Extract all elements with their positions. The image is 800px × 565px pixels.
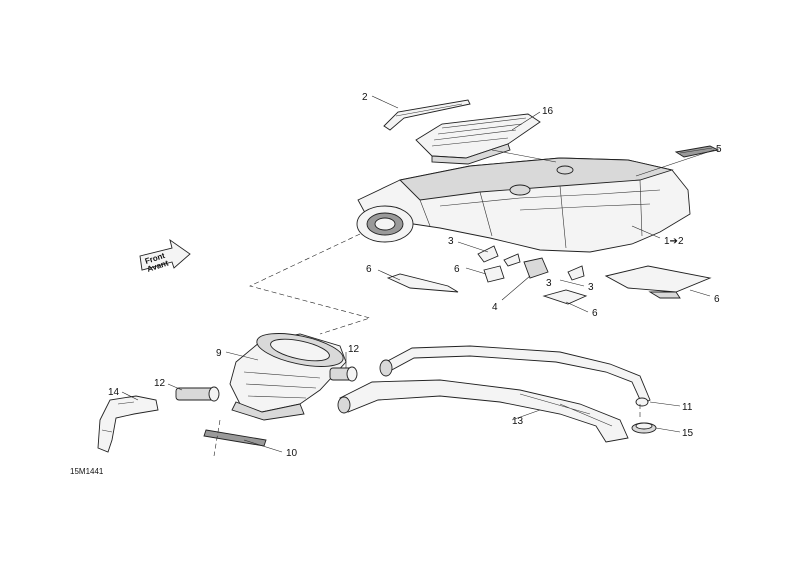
callout-13: 13	[512, 416, 524, 427]
part-16-filter-cover[interactable]	[415, 113, 541, 165]
callout-3-center: 3	[546, 278, 552, 289]
part-4-grommet[interactable]	[523, 257, 549, 279]
part-6-seal-low[interactable]	[542, 289, 588, 305]
callout-9: 9	[216, 348, 222, 359]
part-13-large-hose[interactable]	[337, 379, 629, 443]
callout-1-to-2: 1➔2	[664, 236, 684, 247]
part-6-seal-mid[interactable]	[483, 265, 505, 283]
callout-6-right: 6	[714, 294, 720, 305]
callout-labels: 2 16 5 1➔2 3 6 6 3 4 3 6 6 9 12 12 14 10…	[108, 92, 722, 459]
callout-6-low: 6	[592, 308, 598, 319]
part-12-clamp-lower[interactable]	[175, 386, 220, 402]
callout-11: 11	[682, 402, 693, 413]
part-6-seal-right[interactable]	[604, 265, 712, 299]
callout-12-upper: 12	[348, 344, 360, 355]
part-3-clip-b[interactable]	[503, 253, 521, 267]
callout-2: 2	[362, 92, 368, 103]
drawing-code: 15M1441	[70, 467, 104, 476]
part-5-decal[interactable]	[674, 145, 720, 158]
callout-6-mid: 6	[454, 264, 460, 275]
part-11-long-hose[interactable]	[379, 345, 651, 407]
part-3-clip-c[interactable]	[567, 265, 585, 281]
part-1-airbox-body[interactable]	[356, 157, 691, 253]
part-15-hose-clamp[interactable]	[631, 422, 657, 434]
part-14-short-hose[interactable]	[97, 395, 159, 453]
assembly-dashed-lines	[213, 233, 641, 457]
callout-3-right: 3	[588, 282, 594, 293]
callout-6-left: 6	[366, 264, 372, 275]
callout-4: 4	[492, 302, 498, 313]
part-3-clip-a[interactable]	[477, 245, 499, 263]
front-direction-arrow: Front Avant	[139, 238, 191, 274]
part-6-seal-left[interactable]	[386, 273, 459, 293]
part-9-intake-adaptor[interactable]	[229, 327, 347, 421]
part-12-clamp-upper[interactable]	[329, 366, 358, 382]
leader-lines	[121, 95, 715, 453]
callout-15: 15	[682, 428, 694, 439]
part-10-strap[interactable]	[203, 429, 267, 447]
part-2-bracket[interactable]	[383, 99, 471, 131]
callout-3-upper: 3	[448, 236, 454, 247]
callout-10: 10	[286, 448, 298, 459]
callout-12-lower: 12	[154, 378, 166, 389]
callout-5: 5	[716, 144, 722, 155]
callout-16: 16	[542, 106, 554, 117]
callout-14: 14	[108, 387, 120, 398]
